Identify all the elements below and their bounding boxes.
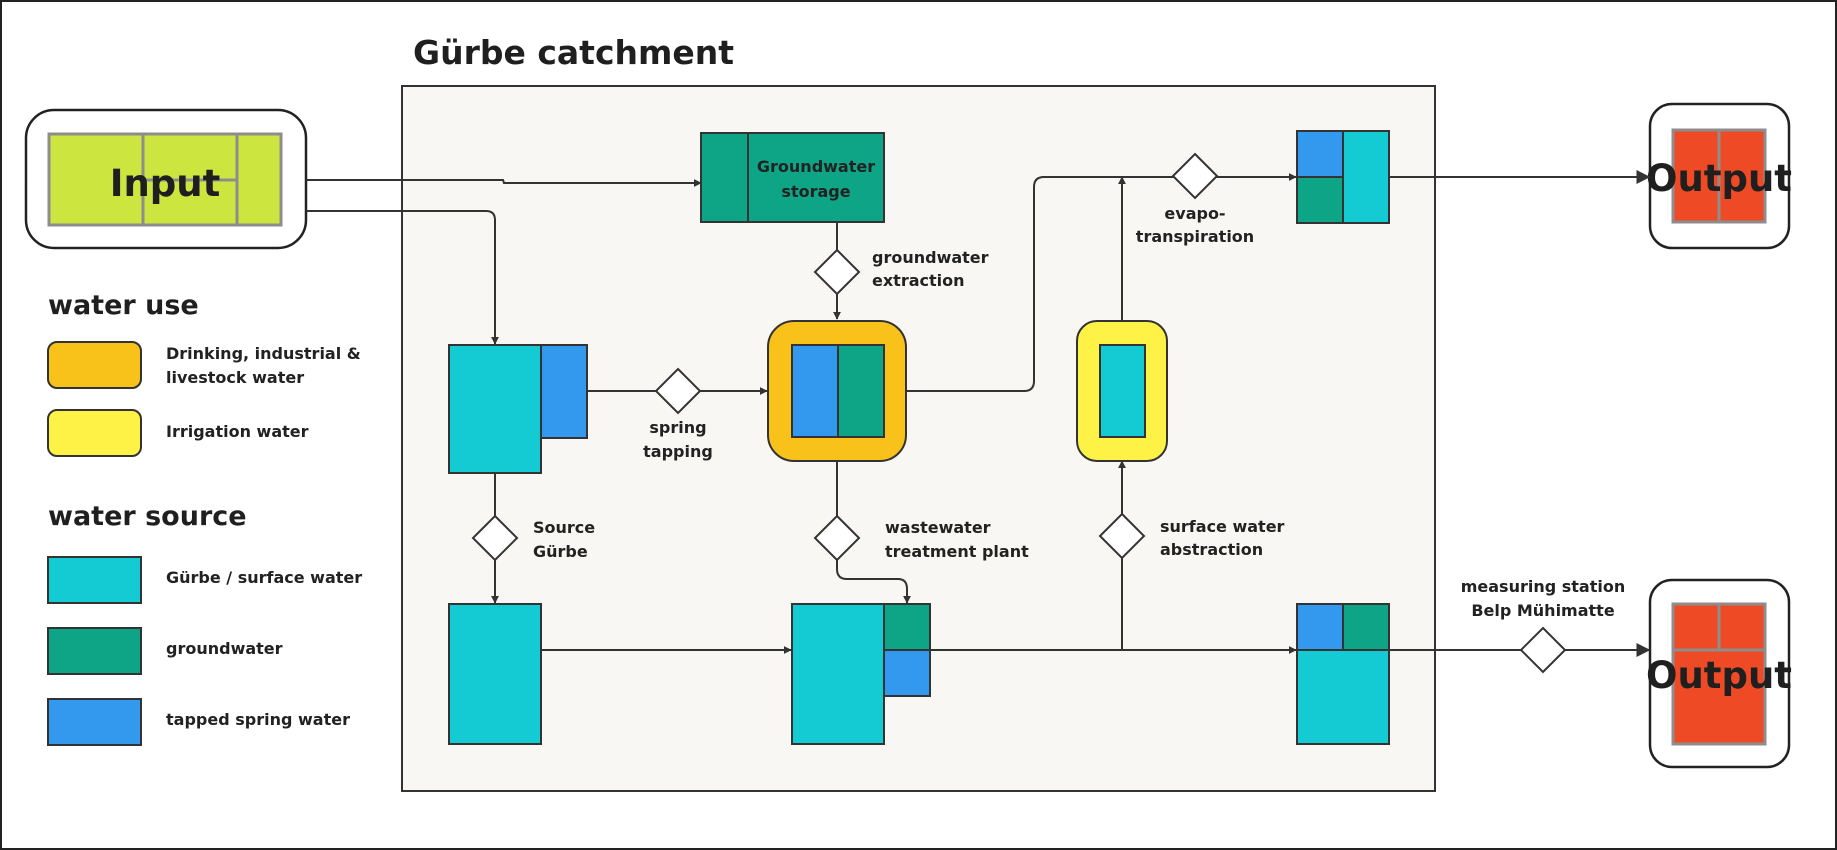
legend-swatch-groundwater <box>47 627 142 675</box>
connector-wastewater <box>836 460 911 604</box>
process-diamond <box>813 248 861 296</box>
legend-swatch-surface <box>47 556 142 604</box>
process-label: evapo- <box>1164 204 1225 223</box>
process-diamond <box>813 514 861 562</box>
process-label: treatment plant <box>885 542 1029 561</box>
spring-water-box <box>1296 603 1344 651</box>
process-wastewater-treatment: wastewater treatment plant <box>813 514 1029 562</box>
wastewater-mix-node <box>791 603 931 745</box>
legend-swatch-irrigation <box>47 409 142 457</box>
legend-label-drinking: Drinking, industrial & <box>166 344 361 363</box>
spring-water-box <box>883 649 931 697</box>
surface-water-box <box>791 603 885 745</box>
process-label: extraction <box>872 271 965 290</box>
spring-water-box <box>791 344 839 438</box>
input-label: Input <box>110 162 221 205</box>
process-diamond <box>1098 512 1146 560</box>
groundwater-box <box>1296 176 1344 224</box>
process-groundwater-extraction: groundwater extraction <box>813 248 989 296</box>
river-mix-node <box>1296 603 1390 745</box>
legend-label-groundwater: groundwater <box>166 639 283 658</box>
process-diamond <box>1171 152 1219 200</box>
process-label: Gürbe <box>533 542 588 561</box>
river-node <box>448 603 542 745</box>
legend-label-drinking: livestock water <box>166 368 304 387</box>
groundwater-storage-label: storage <box>781 182 850 201</box>
groundwater-storage-box <box>700 132 885 223</box>
catchment-title: Gürbe catchment <box>413 33 734 72</box>
groundwater-storage-node: Groundwater storage <box>700 132 885 223</box>
output-label: Output <box>1646 157 1792 200</box>
groundwater-box <box>883 603 931 651</box>
process-diamond <box>654 367 702 415</box>
connector-input-to-groundwater <box>306 179 702 187</box>
process-label: abstraction <box>1160 540 1263 559</box>
process-label: tapping <box>643 442 713 461</box>
drinking-water-node <box>767 320 907 462</box>
output-label: Output <box>1646 654 1792 697</box>
surface-water-box <box>1342 130 1390 224</box>
connector-to-evapotranspiration <box>906 173 1297 392</box>
process-label: wastewater <box>885 518 991 537</box>
process-label: groundwater <box>872 248 989 267</box>
legend-label-irrigation: Irrigation water <box>166 422 309 441</box>
spring-water-box <box>540 344 588 439</box>
process-measuring-station: measuring station Belp Mühimatte <box>1461 577 1626 674</box>
legend-water-source-title: water source <box>48 501 247 532</box>
spring-water-box <box>1296 130 1344 178</box>
surface-water-box <box>448 603 542 745</box>
legend-label-spring: tapped spring water <box>166 710 350 729</box>
spring-source-node <box>448 344 588 474</box>
legend-swatch-drinking <box>47 341 142 389</box>
legend-swatch-spring <box>47 698 142 746</box>
legend-water-use-title: water use <box>48 290 199 321</box>
output-node-bottom: Output <box>1646 578 1792 769</box>
surface-water-box <box>1099 344 1146 438</box>
process-label: measuring station <box>1461 577 1626 596</box>
groundwater-box <box>1342 603 1390 651</box>
process-diamond <box>1519 626 1567 674</box>
surface-water-box <box>1296 649 1390 745</box>
surface-water-box <box>448 344 542 474</box>
process-evapotranspiration: evapo- transpiration <box>1136 152 1254 246</box>
process-label: Belp Mühimatte <box>1471 601 1615 620</box>
evapotranspiration-mix-node <box>1296 130 1390 224</box>
output-node-top: Output <box>1646 102 1792 250</box>
input-node: Input <box>24 108 308 250</box>
connectors <box>306 170 1651 657</box>
process-surface-water-abstraction: surface water abstraction <box>1098 512 1285 560</box>
groundwater-storage-label: Groundwater <box>757 157 875 176</box>
legend: water use Drinking, industrial & livesto… <box>47 290 362 746</box>
process-label: Source <box>533 518 595 537</box>
process-diamond <box>471 514 519 562</box>
irrigation-water-node <box>1076 320 1168 462</box>
process-source-gurbe: Source Gürbe <box>471 514 595 562</box>
process-spring-tapping: spring tapping <box>643 367 713 461</box>
process-label: transpiration <box>1136 227 1254 246</box>
legend-label-surface: Gürbe / surface water <box>166 568 362 587</box>
process-label: surface water <box>1160 517 1285 536</box>
groundwater-box <box>837 344 885 438</box>
process-label: spring <box>649 418 706 437</box>
connector-input-to-spring <box>306 210 499 345</box>
